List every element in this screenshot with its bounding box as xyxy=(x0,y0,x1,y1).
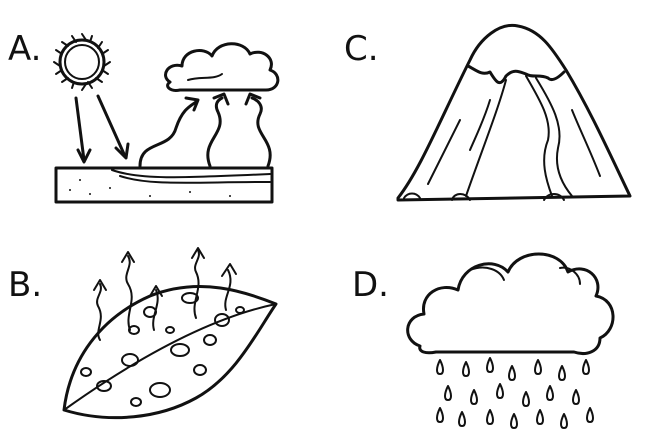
sun-icon xyxy=(53,33,111,91)
vapor-arrow-icon xyxy=(93,247,237,341)
vapor-arrow-icon xyxy=(138,92,272,168)
panel-b-label: B. xyxy=(8,265,43,305)
panel-a-label: A. xyxy=(8,29,42,69)
ground-block xyxy=(54,166,274,204)
mountain-icon xyxy=(396,23,632,202)
rain-cloud-icon xyxy=(406,252,615,355)
raindrop-icon xyxy=(436,357,594,429)
panel-d-label: D. xyxy=(352,265,389,305)
sunlight-arrow-icon xyxy=(74,94,130,164)
leaf-icon xyxy=(62,285,278,420)
panel-c-label: C. xyxy=(344,29,379,69)
cloud-icon xyxy=(164,42,280,92)
